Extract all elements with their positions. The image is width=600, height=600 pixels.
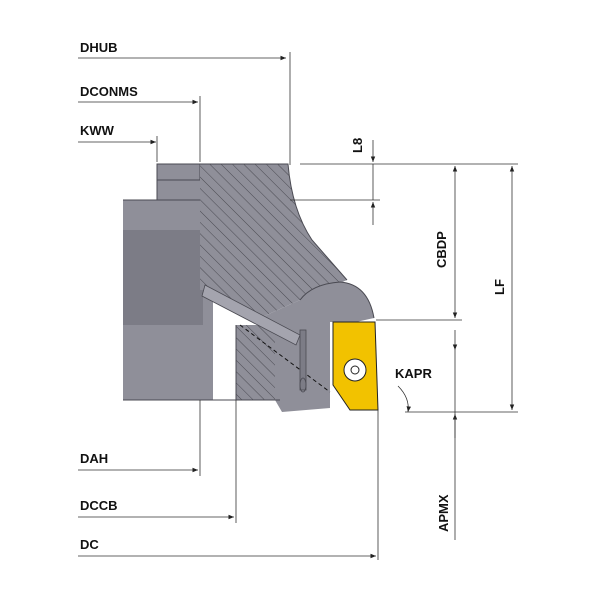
coolant-path-dashed — [239, 324, 331, 393]
label-cbdp: CBDP — [434, 231, 449, 268]
label-kapr: KAPR — [395, 366, 432, 381]
label-lf: LF — [492, 279, 507, 295]
label-dc: DC — [80, 537, 99, 552]
label-l8: L8 — [350, 138, 365, 153]
pocket-outline — [299, 281, 375, 319]
cutter-body — [123, 163, 375, 412]
drive-key — [157, 164, 200, 200]
hatched-section-lower — [236, 325, 275, 400]
dim-l8: L8 — [290, 138, 460, 225]
dim-dconms: DCONMS — [78, 84, 201, 162]
torx-screw-icon — [343, 358, 367, 382]
dim-dccb: DCCB — [78, 400, 237, 523]
label-dah: DAH — [80, 451, 108, 466]
hatched-section-upper — [200, 164, 347, 318]
dim-cbdp: CBDP — [376, 166, 462, 321]
dim-dhub: DHUB — [78, 40, 291, 165]
insert-pocket — [260, 282, 374, 412]
screw-hole — [299, 377, 307, 393]
label-dccb: DCCB — [80, 498, 118, 513]
pocket-slot — [299, 329, 307, 391]
dim-dc: DC — [78, 537, 376, 559]
label-dhub: DHUB — [80, 40, 118, 55]
label-kww: KWW — [80, 123, 115, 138]
dim-dah: DAH — [78, 400, 201, 476]
body-outline — [123, 163, 348, 401]
bore-region — [123, 230, 203, 325]
cutting-insert — [332, 321, 379, 411]
coolant-channel — [201, 284, 301, 346]
dim-kapr: KAPR — [377, 366, 432, 560]
dim-lf: LF — [405, 163, 518, 413]
torx-center — [350, 365, 360, 375]
dim-kww: KWW — [78, 123, 158, 162]
label-apmx: APMX — [436, 494, 451, 532]
label-dconms: DCONMS — [80, 84, 138, 99]
dim-apmx: APMX — [436, 330, 458, 540]
